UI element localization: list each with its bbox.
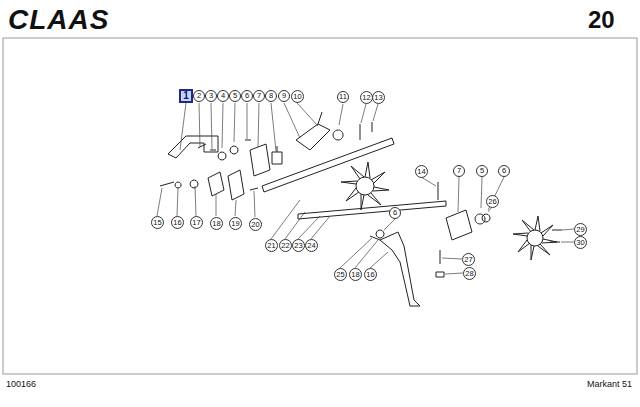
bracket-plate [250,144,270,176]
callout-number: 25 [334,268,347,281]
left-parts [160,170,258,200]
callout-text: 21 [267,241,275,250]
callout-number: 9 [278,90,290,102]
highlighted-callout: 1 [179,89,193,103]
callout-text: 27 [464,255,472,264]
callout-text: 6 [393,208,397,217]
callout-number: 6 [241,90,253,102]
callout-number: 18 [210,217,223,230]
callout-text: 7 [257,91,261,100]
callout-number: 11 [337,91,349,103]
page-frame [3,38,637,374]
callout-text: 5 [480,166,484,175]
callout-text: 28 [465,269,473,278]
bolts [550,230,562,242]
callout-text: 13 [374,93,382,102]
callout-text: 16 [366,270,374,279]
callout-number: 8 [265,90,277,102]
model-name: Markant 51 [587,379,632,389]
bracket-plate [446,210,472,240]
callout-text: 14 [417,167,425,176]
callout-text: 6 [502,166,506,175]
callout-number: 29 [574,223,587,236]
callout-text: 3 [209,91,213,100]
callout-text: 15 [153,218,161,227]
callout-number: 7 [253,90,265,102]
callout-text: 23 [294,241,302,250]
callout-text: 2 [197,91,201,100]
callout-text: 18 [351,270,359,279]
shaft [298,201,446,219]
callout-text: 12 [362,93,370,102]
callout-number: 10 [291,90,304,103]
callout-text: 18 [212,219,220,228]
callout-text: 8 [269,91,273,100]
drawing-number: 100166 [6,379,36,389]
callout-number: 20 [249,218,262,231]
callout-text: 22 [281,241,289,250]
fork [380,232,420,306]
callout-number: 30 [574,236,587,249]
callout-text: 25 [336,270,344,279]
callout-text: 6 [245,91,249,100]
callout-text: 29 [576,225,584,234]
callout-text: 16 [173,218,181,227]
callout-number: 6 [389,207,401,219]
callout-text: 10 [293,92,301,101]
callout-number: 4 [217,90,229,102]
callout-number: 14 [415,165,428,178]
page-number: 20 [588,6,615,34]
callout-number: 16 [364,268,377,281]
callout-number: 21 [265,239,278,252]
callout-text: 7 [457,166,461,175]
callout-number: 24 [305,239,318,252]
callout-text: 1 [183,90,189,101]
callout-number: 5 [476,165,488,177]
callout-number: 16 [171,216,184,229]
callout-text: 19 [231,219,239,228]
fork-fasteners [370,230,384,240]
callout-text: 11 [339,92,347,101]
brand-logo: CLAAS [8,4,109,36]
u-bracket [168,136,218,158]
fasteners [198,140,251,160]
callout-number: 15 [151,216,164,229]
bolt-nut [436,250,444,277]
callout-text: 4 [221,91,225,100]
arm-bracket [296,112,330,150]
callout-text: 17 [192,218,200,227]
star-wheel [513,216,557,260]
fasteners [438,182,485,224]
callout-number: 26 [486,195,499,208]
washer [482,214,490,222]
callout-number: 2 [193,90,205,102]
callout-number: 3 [205,90,217,102]
callout-number: 27 [462,253,475,266]
star-wheel [341,162,389,210]
callout-text: 30 [576,238,584,247]
callout-number: 28 [463,267,476,280]
callout-number: 22 [279,239,292,252]
callout-text: 20 [251,220,259,229]
callout-number: 18 [349,268,362,281]
roller [272,146,282,164]
callout-number: 17 [190,216,203,229]
callout-text: 24 [307,241,315,250]
callout-number: 23 [292,239,305,252]
leader-lines [157,103,574,274]
callout-text: 26 [488,197,496,206]
callout-text: 9 [282,91,286,100]
callout-number: 7 [453,165,465,177]
callout-number: 19 [229,217,242,230]
callout-number: 5 [229,90,241,102]
callout-number: 6 [498,165,510,177]
callout-text: 5 [233,91,237,100]
callout-number: 13 [372,91,385,104]
